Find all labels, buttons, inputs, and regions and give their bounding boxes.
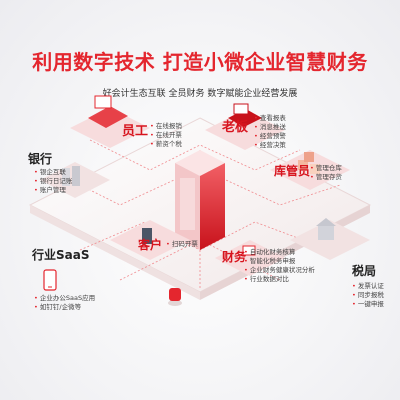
boss-items: 查看报表 消息推送 经营预警 经营决策 [254,114,286,150]
warehouse-items: 管理仓库 管理存货 [310,164,342,182]
tax-item: 一键申报 [352,300,384,309]
finance-item: 企业财务健康状况分析 [244,266,315,275]
node-label-saas: 行业SaaS [32,248,90,262]
staff-item: 薪资个税 [150,140,182,149]
staff-item: 在线开票 [150,131,182,140]
saas-item: 企业办公SaaS应用 [34,294,95,303]
node-label-tax: 税局 [352,264,377,278]
customer-items: 扫码开票 [166,240,198,249]
finance-items: 自动化财务核算 智能化税务申报 企业财务健康状况分析 行业数据对比 [244,248,315,284]
finance-item: 智能化税务申报 [244,257,315,266]
saas-items: 企业办公SaaS应用 如钉钉/企微等 [34,294,95,312]
warehouse-item: 管理存货 [310,173,342,182]
node-label-bank: 银行 [28,152,53,166]
staff-desk-area [70,95,150,148]
finance-item: 自动化财务核算 [244,248,315,257]
boss-item: 经营决策 [254,141,286,150]
staff-item: 在线报销 [150,122,182,131]
page-title: 利用数字技术 打造小微企业智慧财务 [32,50,368,74]
tax-items: 发票认证 同步报税 一键申报 [352,282,384,309]
saas-item: 如钉钉/企微等 [34,303,95,312]
boss-item: 消息推送 [254,123,286,132]
staff-items: 在线报销 在线开票 薪资个税 [150,122,182,149]
node-label-boss: 老板 [222,120,249,135]
node-label-staff: 员工 [122,124,149,139]
bank-item: 银行日记账 [34,177,73,186]
bank-item: 银企互联 [34,168,72,177]
tax-item: 发票认证 [352,282,384,291]
customer-area [110,220,190,260]
tax-item: 同步报税 [352,291,384,300]
boss-item: 经营预警 [254,132,286,141]
boss-item: 查看报表 [254,114,286,123]
customer-item: 扫码开票 [166,240,198,249]
page-subtitle: 好会计生态互联 全员财务 数字赋能企业经营发展 [102,89,298,99]
node-label-finance: 财务 [222,250,247,264]
central-hub-tower [175,150,225,250]
warehouse-item: 管理仓库 [310,164,342,173]
node-label-customer: 客户 [138,238,163,252]
bank-item: 账户管理 [34,186,72,195]
phone-icon [43,269,57,291]
bank-items: 银企互联 银行日记账 账户管理 [34,168,73,195]
finance-item: 行业数据对比 [244,275,315,284]
node-label-warehouse: 库管员 [274,164,311,178]
robot-figure [168,288,182,306]
